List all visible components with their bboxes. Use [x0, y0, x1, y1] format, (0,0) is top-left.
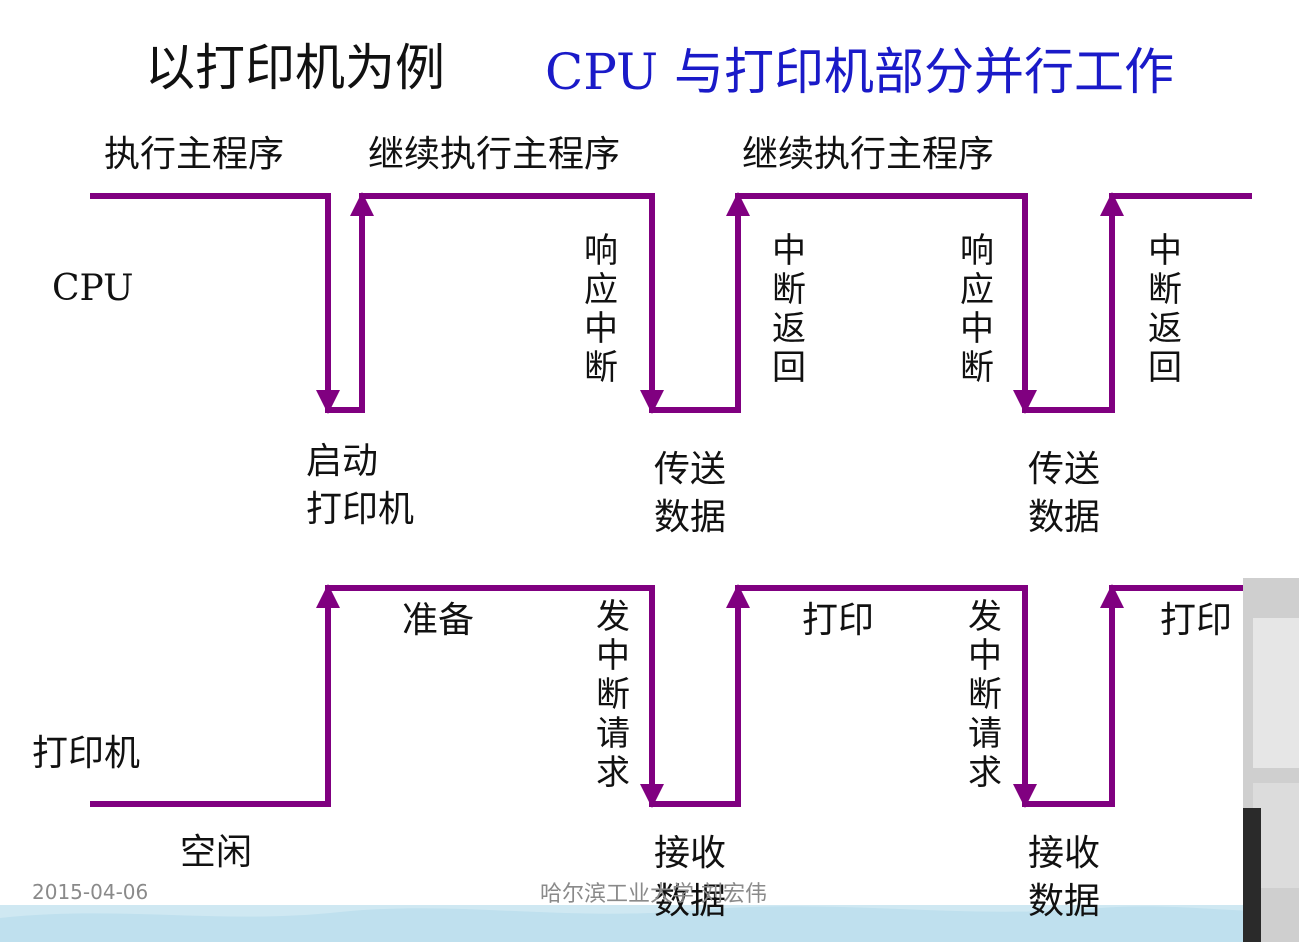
label-idle: 空闲 — [180, 832, 253, 873]
label-respond-interrupt-1: 响应中断 — [584, 231, 618, 388]
label-send1-line1: 传送 — [654, 449, 727, 490]
title-right: CPU 与打印机部分并行工作 — [545, 43, 1175, 101]
footer-date: 2015-04-06 — [32, 880, 149, 904]
label-recv1-line2: 数据 — [654, 881, 727, 922]
label-print-1: 打印 — [802, 600, 875, 641]
label-recv1-line1: 接收 — [654, 833, 727, 874]
label-interrupt-return-1: 中断返回 — [772, 231, 806, 388]
label-main-program-1: 执行主程序 — [104, 134, 285, 175]
label-send-data-2: 传送 数据 — [1028, 446, 1100, 542]
label-prepare: 准备 — [402, 600, 475, 641]
label-start-line2: 打印机 — [306, 489, 415, 530]
label-send2-line2: 数据 — [1028, 497, 1101, 538]
label-receive-data-2: 接收 数据 — [1028, 830, 1100, 926]
label-send-data-1: 传送 数据 — [654, 446, 726, 542]
video-dark-region — [1243, 808, 1261, 942]
label-interrupt-return-2: 中断返回 — [1148, 231, 1182, 388]
label-print-2: 打印 — [1160, 600, 1233, 641]
footer-center: 哈尔滨工业大学 刘宏伟 — [540, 882, 767, 907]
label-main-program-3: 继续执行主程序 — [742, 134, 995, 175]
label-start-line1: 启动 — [306, 441, 379, 482]
row-label-printer: 打印机 — [32, 733, 141, 774]
label-main-program-2: 继续执行主程序 — [368, 134, 621, 175]
label-respond-interrupt-2: 响应中断 — [960, 231, 994, 388]
label-interrupt-request-1: 发中断请求 — [596, 597, 630, 793]
label-interrupt-request-2: 发中断请求 — [968, 597, 1002, 793]
label-send1-line2: 数据 — [654, 497, 727, 538]
label-recv2-line2: 数据 — [1028, 881, 1101, 922]
bottom-wave-decor — [0, 906, 1299, 942]
video-panel-upper — [1253, 618, 1299, 768]
label-send2-line1: 传送 — [1028, 449, 1101, 490]
title-left: 以打印机为例 — [145, 39, 445, 97]
row-label-cpu: CPU — [52, 268, 134, 309]
video-thumbnail — [1243, 578, 1299, 942]
label-recv2-line1: 接收 — [1028, 833, 1101, 874]
label-receive-data-1: 接收 数据 — [654, 830, 726, 926]
label-start-printer: 启动 打印机 — [306, 438, 414, 534]
printer-waveform — [90, 585, 1243, 807]
cpu-waveform — [90, 193, 1252, 413]
